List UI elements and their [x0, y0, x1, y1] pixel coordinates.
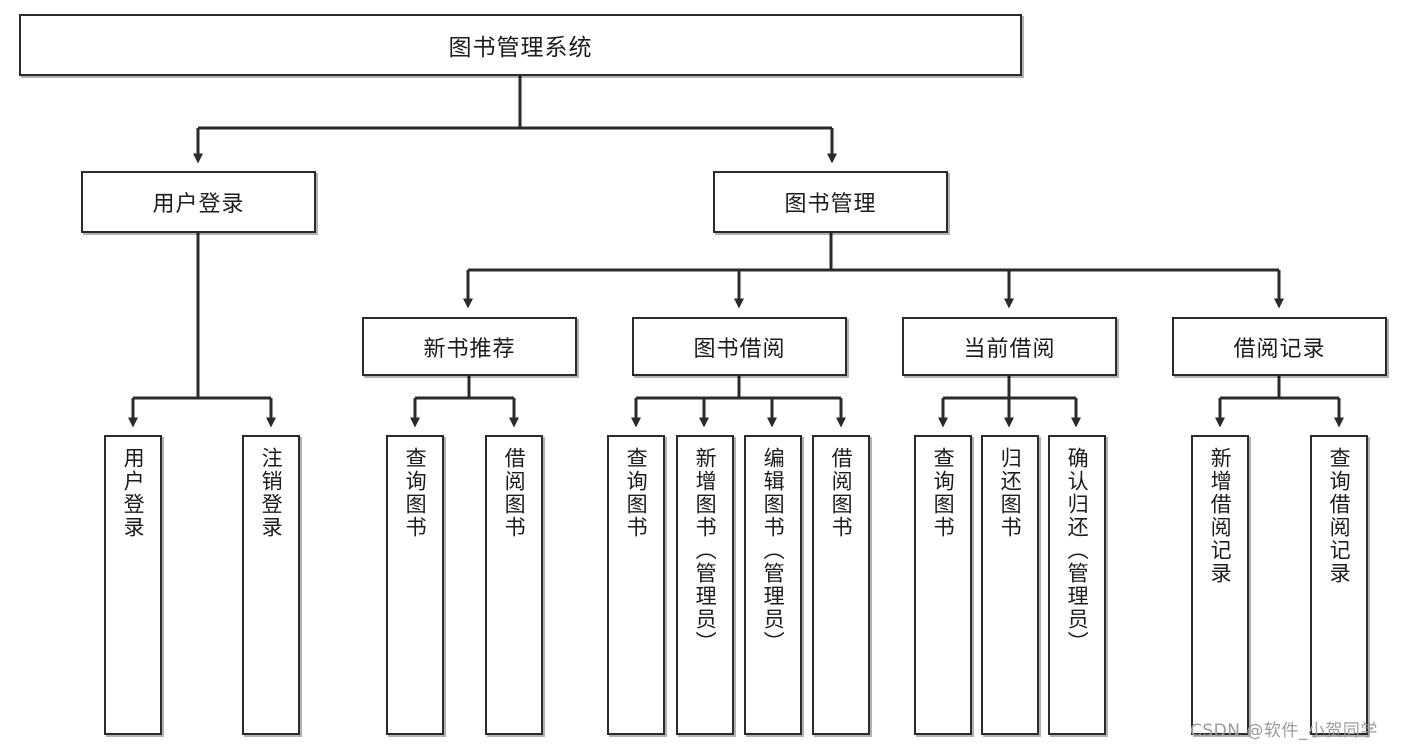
- leaf-edit-book-admin[interactable]: 编辑图书（管理员）: [744, 435, 802, 735]
- node-label: 图书管理: [784, 192, 877, 217]
- leaf-confirm-return-admin[interactable]: 确认归还（管理员）: [1048, 435, 1106, 735]
- leaf-add-borrow-record[interactable]: 新增借阅记录: [1191, 435, 1249, 735]
- node-label: 借阅记录: [1233, 336, 1326, 362]
- leaf-query-book-recommendation[interactable]: 查询图书: [386, 435, 444, 735]
- leaf-add-book-admin[interactable]: 新增图书（管理员）: [676, 435, 734, 735]
- leaf-borrow-book[interactable]: 借阅图书: [812, 435, 870, 735]
- node-label: 图书借阅: [693, 336, 786, 362]
- leaf-logout-login[interactable]: 注销登录: [242, 435, 300, 735]
- node-label: 用户登录: [121, 447, 146, 539]
- node-book-borrow[interactable]: 图书借阅: [632, 317, 847, 376]
- node-current-borrow[interactable]: 当前借阅: [902, 317, 1117, 376]
- node-label: 当前借阅: [963, 336, 1056, 362]
- node-label: 查询图书: [624, 447, 649, 539]
- node-label: 借阅图书: [502, 447, 527, 539]
- node-label: 查询借阅记录: [1327, 447, 1352, 585]
- node-label: 图书管理系统: [448, 35, 593, 61]
- node-label: 归还图书: [998, 447, 1023, 539]
- csdn-watermark: CSDN @软件_小贺同学: [1190, 721, 1378, 741]
- node-label: 查询图书: [931, 447, 956, 539]
- node-label: 注销登录: [259, 447, 284, 539]
- leaf-query-borrow-record[interactable]: 查询借阅记录: [1310, 435, 1368, 735]
- leaf-user-login[interactable]: 用户登录: [104, 435, 162, 735]
- leaf-query-book-current[interactable]: 查询图书: [914, 435, 972, 735]
- node-label: 用户登录: [152, 192, 245, 217]
- leaf-query-book-borrow[interactable]: 查询图书: [607, 435, 665, 735]
- leaf-return-book[interactable]: 归还图书: [981, 435, 1039, 735]
- leaf-borrow-book-recommendation[interactable]: 借阅图书: [485, 435, 543, 735]
- node-new-book-recommendation[interactable]: 新书推荐: [362, 317, 577, 376]
- node-label: 新增图书（管理员）: [693, 447, 718, 654]
- node-label: 查询图书: [403, 447, 428, 539]
- node-label: 编辑图书（管理员）: [761, 447, 786, 654]
- node-label: 确认归还（管理员）: [1065, 447, 1090, 654]
- node-label: 新增借阅记录: [1208, 447, 1233, 585]
- node-label: 借阅图书: [829, 447, 854, 539]
- node-root-book-management-system[interactable]: 图书管理系统: [19, 14, 1022, 76]
- node-label: 新书推荐: [423, 336, 516, 362]
- node-book-management[interactable]: 图书管理: [713, 171, 948, 233]
- node-user-login[interactable]: 用户登录: [81, 171, 316, 233]
- node-borrow-record[interactable]: 借阅记录: [1172, 317, 1387, 376]
